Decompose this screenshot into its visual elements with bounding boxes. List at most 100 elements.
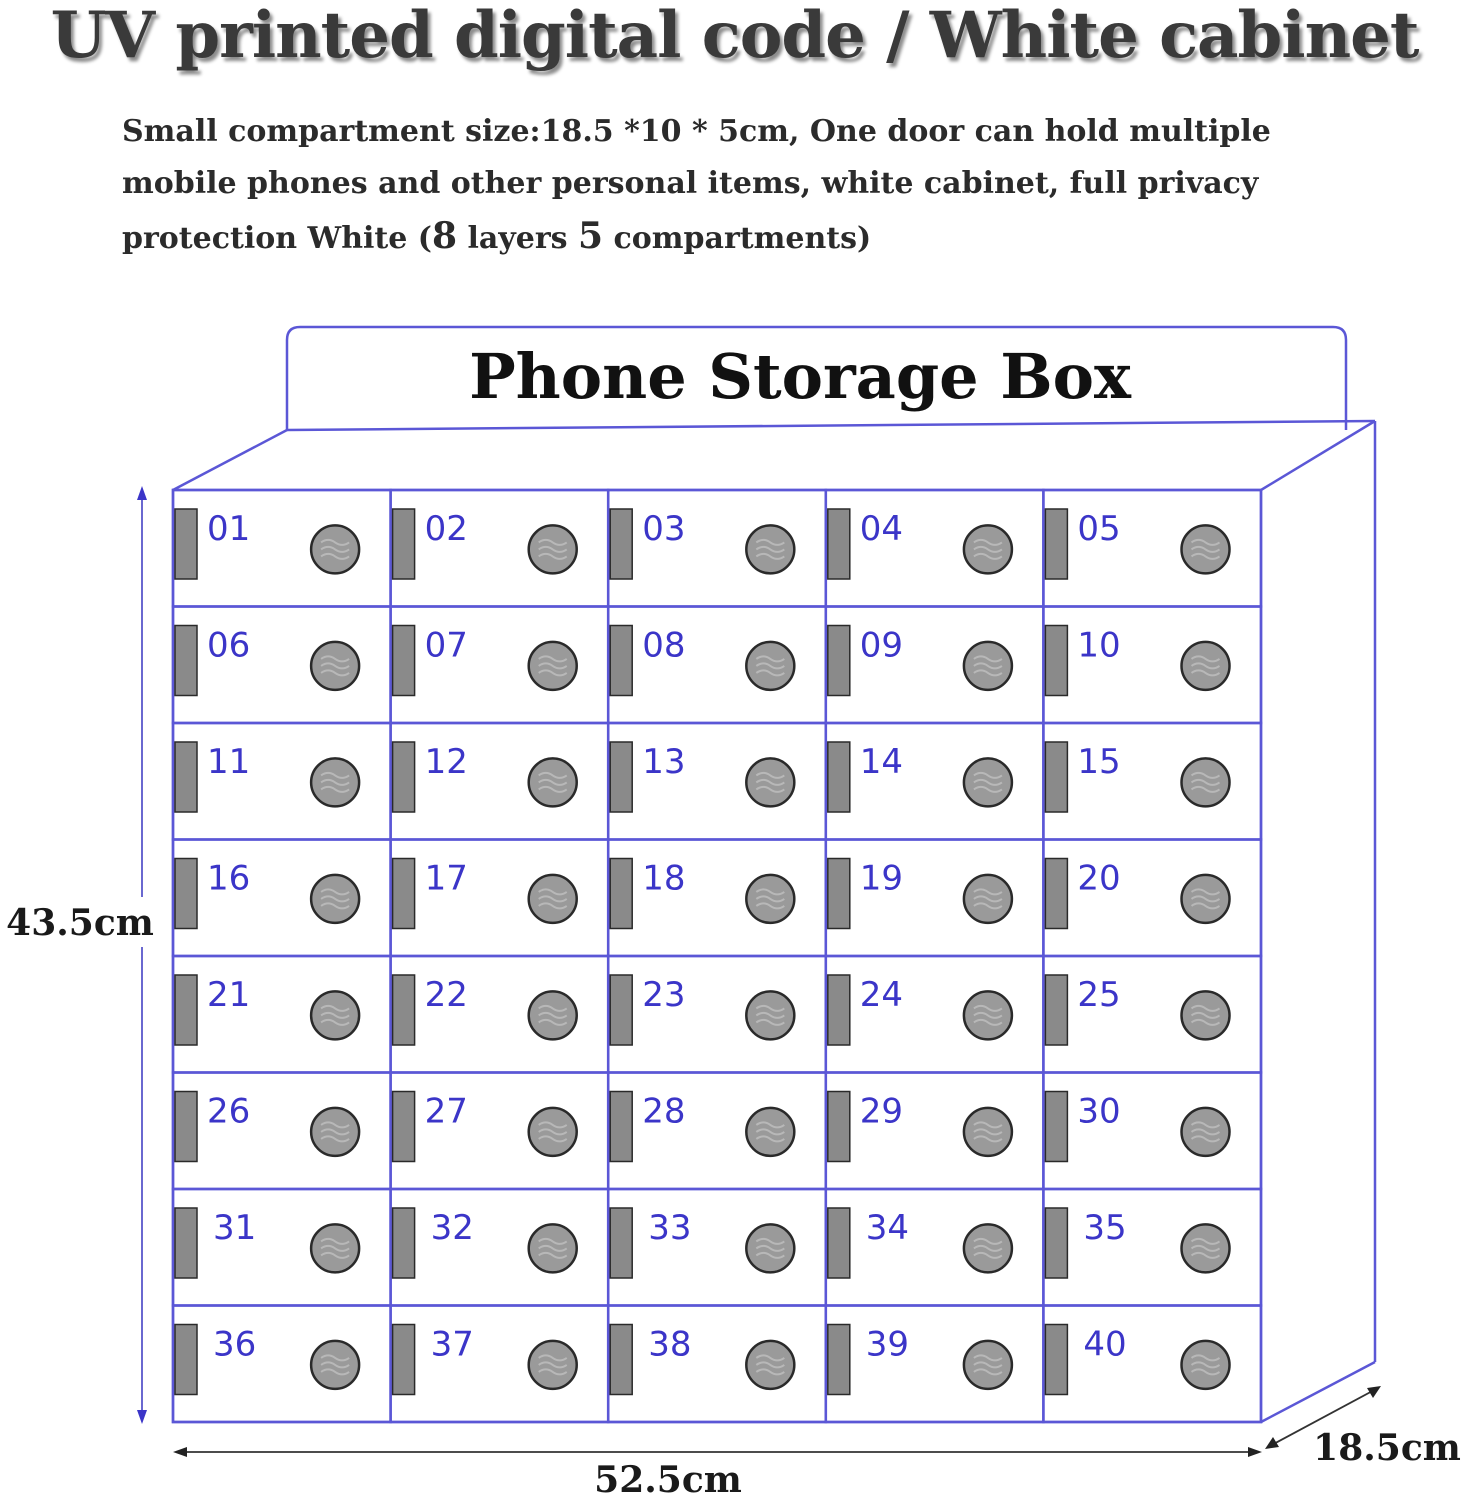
lock-wave-mark — [320, 1018, 350, 1026]
lock-wave-mark — [755, 552, 785, 560]
compartment-number: 11 — [207, 742, 250, 782]
lock-wave-mark — [320, 545, 350, 553]
door-hinge — [174, 741, 198, 813]
lock-wave-mark — [320, 1251, 350, 1259]
door-hinge — [1044, 1207, 1069, 1279]
compartment-door: 11 — [171, 721, 392, 841]
lock-wave-mark — [755, 662, 785, 670]
lock-wave-mark — [973, 1354, 1003, 1362]
compartment-door: 15 — [1042, 721, 1263, 841]
lock-wave-mark — [973, 1368, 1003, 1376]
lock-wave-mark — [755, 655, 785, 663]
compartment-door: 32 — [389, 1187, 610, 1307]
lock-wave-mark — [1190, 662, 1221, 670]
compartment-door: 14 — [824, 721, 1045, 841]
lock-wave-mark — [973, 1128, 1003, 1136]
lock-wave-mark — [755, 1004, 785, 1012]
compartment-door: 08 — [606, 605, 828, 725]
door-hinge — [174, 1207, 198, 1279]
lock-wave-mark — [755, 1237, 785, 1245]
lock-wave-mark — [973, 1244, 1003, 1252]
lock-wave-mark — [538, 552, 568, 560]
door-hinge — [827, 974, 851, 1046]
door-hinge — [827, 741, 851, 813]
lock-wave-mark — [1190, 1361, 1221, 1369]
layers-word: layers — [457, 221, 579, 256]
lock-wave-mark — [755, 1244, 785, 1252]
door-hinge — [391, 624, 416, 697]
lock-wave-mark — [1190, 1251, 1221, 1259]
door-hinge — [391, 508, 416, 580]
door-hinge — [609, 624, 633, 697]
height-arrow-bottom — [137, 1410, 147, 1424]
door-hinge — [827, 1323, 851, 1396]
lock-wave-mark — [755, 888, 785, 896]
compartment-number: 39 — [866, 1325, 909, 1365]
compartment-number: 36 — [213, 1325, 256, 1365]
lock-wave-mark — [1190, 785, 1221, 793]
compartment-door: 36 — [171, 1304, 392, 1424]
lock-wave-mark — [1190, 1354, 1221, 1362]
door-hinge — [609, 1207, 633, 1279]
compartment-number: 12 — [425, 742, 468, 782]
depth-arrow-end — [1367, 1386, 1381, 1398]
compartment-number: 07 — [425, 626, 468, 666]
compartment-door: 35 — [1042, 1187, 1263, 1307]
lock-wave-mark — [320, 1004, 350, 1012]
compartment-door: 33 — [606, 1187, 828, 1307]
compartment-door: 10 — [1042, 605, 1263, 725]
lock-wave-mark — [538, 545, 568, 553]
compartment-number: 20 — [1077, 859, 1120, 899]
lock-wave-mark — [538, 1018, 568, 1026]
compartment-number: 09 — [860, 626, 903, 666]
lock-wave-mark — [755, 1018, 785, 1026]
lock-wave-mark — [320, 1135, 350, 1143]
lock-wave-mark — [1190, 1121, 1221, 1129]
lock-wave-mark — [973, 662, 1003, 670]
lock-wave-mark — [538, 895, 568, 903]
door-hinge — [391, 1207, 416, 1279]
compartment-door: 12 — [389, 721, 610, 841]
compartment-number: 28 — [642, 1092, 685, 1132]
lock-wave-mark — [538, 902, 568, 910]
door-hinge — [391, 741, 416, 813]
lock-wave-mark — [320, 552, 350, 560]
compartment-number: 03 — [642, 509, 685, 549]
lock-wave-mark — [538, 1244, 568, 1252]
lock-wave-mark — [538, 1004, 568, 1012]
door-hinge — [827, 508, 851, 580]
door-hinge — [827, 857, 851, 930]
lock-wave-mark — [973, 538, 1003, 546]
lock-wave-mark — [538, 538, 568, 546]
lock-wave-mark — [320, 1011, 350, 1019]
lock-wave-mark — [973, 785, 1003, 793]
lock-wave-mark — [320, 1244, 350, 1252]
lock-wave-mark — [973, 1011, 1003, 1019]
lock-wave-mark — [538, 662, 568, 670]
compartment-number: 13 — [642, 742, 685, 782]
lock-wave-mark — [973, 778, 1003, 786]
lock-wave-mark — [755, 669, 785, 677]
top-back-edge — [286, 419, 1376, 432]
lock-wave-mark — [973, 1361, 1003, 1369]
compartment-number: 27 — [425, 1092, 468, 1132]
lock-wave-mark — [755, 902, 785, 910]
door-hinge — [609, 1090, 633, 1163]
lock-wave-mark — [1190, 538, 1221, 546]
compartments-word: compartments) — [603, 221, 872, 256]
compartment-number: 19 — [860, 859, 903, 899]
compartment-number: 02 — [425, 509, 468, 549]
compartment-number: 30 — [1077, 1092, 1120, 1132]
lock-wave-mark — [973, 1135, 1003, 1143]
compartment-door: 38 — [606, 1304, 828, 1424]
door-hinge — [391, 1323, 416, 1396]
lock-wave-mark — [538, 655, 568, 663]
lock-wave-mark — [755, 1128, 785, 1136]
lock-wave-mark — [1190, 902, 1221, 910]
compartment-number: 33 — [648, 1208, 691, 1248]
lock-wave-mark — [538, 1128, 568, 1136]
compartment-door: 16 — [171, 838, 392, 958]
compartment-number: 32 — [431, 1208, 474, 1248]
compartment-outline — [1042, 1304, 1263, 1424]
